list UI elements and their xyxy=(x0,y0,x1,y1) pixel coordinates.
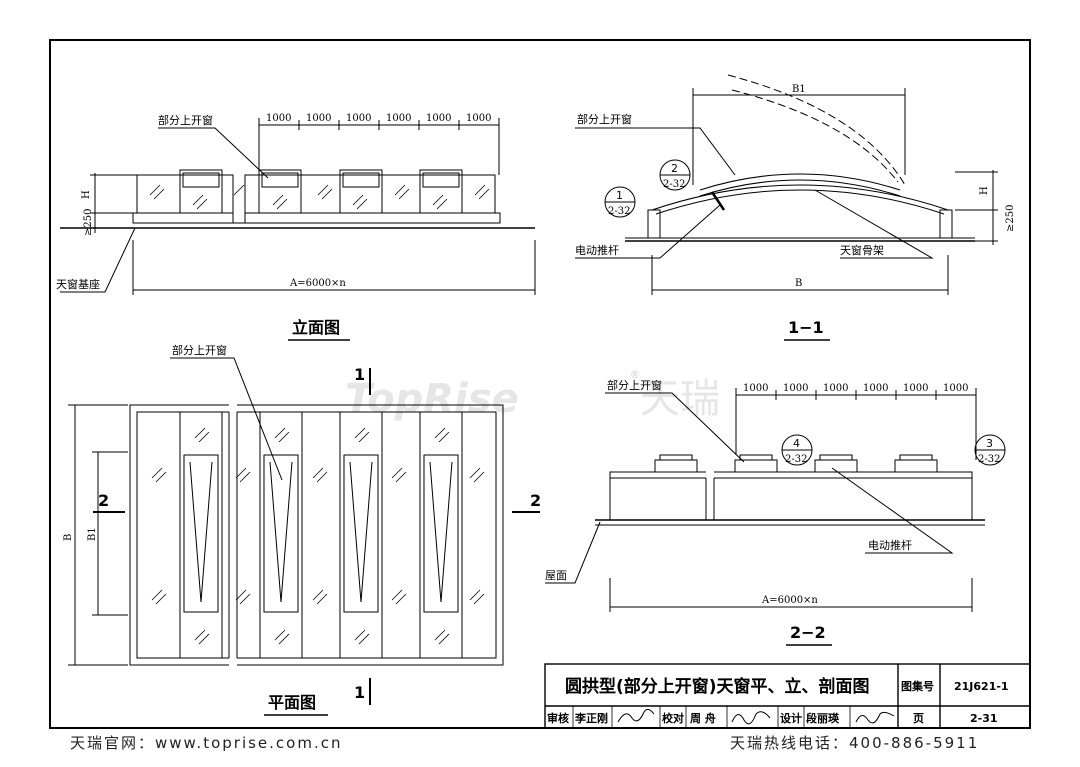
section22-rod-label: 电动推杆 xyxy=(868,538,912,552)
watermark-brand: TopRise xyxy=(345,376,519,422)
designer: 段丽瑛 xyxy=(806,711,840,725)
section11-dim-h: H xyxy=(979,186,990,195)
sheet-border xyxy=(49,39,1031,729)
section22-dim-a: A=6000×n xyxy=(761,595,818,606)
checker-signature xyxy=(731,711,771,725)
review-label: 审核 xyxy=(547,711,569,725)
section22-dim-2: 1000 xyxy=(783,383,808,394)
checker: 周 舟 xyxy=(690,711,716,725)
section22-dim-3: 1000 xyxy=(823,383,848,394)
footer-hotline: 天瑞热线电话：400-886-5911 xyxy=(730,734,980,752)
section22-title: 2−2 xyxy=(790,623,826,642)
reviewer: 李正刚 xyxy=(574,711,608,725)
title-block xyxy=(544,663,1031,729)
plan-dim-b1: B1 xyxy=(87,527,98,541)
elevation-window-label: 部分上开窗 xyxy=(158,113,213,127)
section11-callout-a-bot: 2-32 xyxy=(663,179,685,190)
plan-window-label: 部分上开窗 xyxy=(172,343,227,357)
section22-callout-a-top: 4 xyxy=(793,437,800,450)
section22-dim-1: 1000 xyxy=(743,383,768,394)
section11-callout-b-bot: 2-32 xyxy=(608,206,630,217)
elevation-labels: 部分上开窗 天窗基座 1000 1000 1000 1000 1000 1000… xyxy=(56,113,491,341)
title-block-text: 圆拱型(部分上开窗)天窗平、立、剖面图 图集号 21J621-1 审核 李正刚 … xyxy=(547,676,1009,725)
elevation-dim-4: 1000 xyxy=(386,113,411,124)
section11-title: 1−1 xyxy=(788,318,824,337)
section11-dim-b: B xyxy=(795,278,802,289)
section22-dim-4: 1000 xyxy=(863,383,888,394)
section-2-2-view xyxy=(545,388,1006,612)
section22-window-label: 部分上开窗 xyxy=(607,378,662,392)
page-number: 2-31 xyxy=(970,712,998,725)
section-1-1-labels: 部分上开窗 电动推杆 天窗骨架 B1 B H ≥250 2 2-32 1 2-3… xyxy=(575,84,1016,341)
section11-window-label: 部分上开窗 xyxy=(577,112,632,126)
section22-callout-b-bot: 2-32 xyxy=(978,454,1000,465)
design-label: 设计 xyxy=(780,711,802,725)
watermark-brand-cn: 天瑞 xyxy=(640,376,720,422)
section22-roof-label: 屋面 xyxy=(545,569,567,582)
plan-view xyxy=(68,357,540,705)
elevation-view xyxy=(60,118,536,295)
set-no: 21J621-1 xyxy=(954,680,1009,693)
plan-title: 平面图 xyxy=(268,693,316,712)
elevation-dim-1: 1000 xyxy=(266,113,291,124)
elevation-dim-5: 1000 xyxy=(426,113,451,124)
plan-dim-b: B xyxy=(63,534,74,541)
elevation-title: 立面图 xyxy=(292,318,340,337)
elevation-dim-3: 1000 xyxy=(346,113,371,124)
designer-signature xyxy=(855,711,895,724)
plan-cut1-top: 1 xyxy=(354,365,365,384)
elevation-dim-2: 1000 xyxy=(306,113,331,124)
plan-cut2-left: 2 xyxy=(98,491,109,510)
elevation-dim-a: A=6000×n xyxy=(289,278,346,289)
watermark-reg: ® xyxy=(630,370,640,381)
watermark: TopRise 天瑞 ® xyxy=(345,370,720,422)
elevation-dim-6: 1000 xyxy=(466,113,491,124)
drawing-name: 圆拱型(部分上开窗)天窗平、立、剖面图 xyxy=(565,676,870,697)
reviewer-signature xyxy=(617,708,655,723)
section11-callout-b-top: 1 xyxy=(616,189,623,202)
section-1-1-view xyxy=(575,74,998,295)
section11-dim-b1: B1 xyxy=(792,84,806,95)
footer-website[interactable]: 天瑞官网：www.toprise.com.cn xyxy=(70,734,343,752)
set-no-label: 图集号 xyxy=(901,679,934,693)
elevation-dim-250: ≥250 xyxy=(83,209,94,236)
section11-rod-label: 电动推杆 xyxy=(575,243,619,257)
plan-cut1-bot: 1 xyxy=(354,683,365,702)
page-label: 页 xyxy=(913,712,924,725)
elevation-base-label: 天窗基座 xyxy=(56,277,100,291)
section22-dim-6: 1000 xyxy=(943,383,968,394)
section22-dim-5: 1000 xyxy=(903,383,928,394)
plan-labels: 部分上开窗 B B1 1 1 2 2 平面图 xyxy=(63,343,541,716)
section-2-2-labels: 部分上开窗 电动推杆 屋面 1000 1000 1000 1000 1000 1… xyxy=(545,378,1000,646)
section11-frame-label: 天窗骨架 xyxy=(840,243,884,257)
section11-dim-250: ≥250 xyxy=(1005,205,1016,232)
check-label: 校对 xyxy=(662,711,684,725)
section22-callout-b-top: 3 xyxy=(986,437,993,450)
section22-callout-a-bot: 2-32 xyxy=(785,454,807,465)
section11-callout-a-top: 2 xyxy=(671,162,678,175)
plan-cut2-right: 2 xyxy=(530,491,541,510)
elevation-dim-h: H xyxy=(81,190,92,199)
